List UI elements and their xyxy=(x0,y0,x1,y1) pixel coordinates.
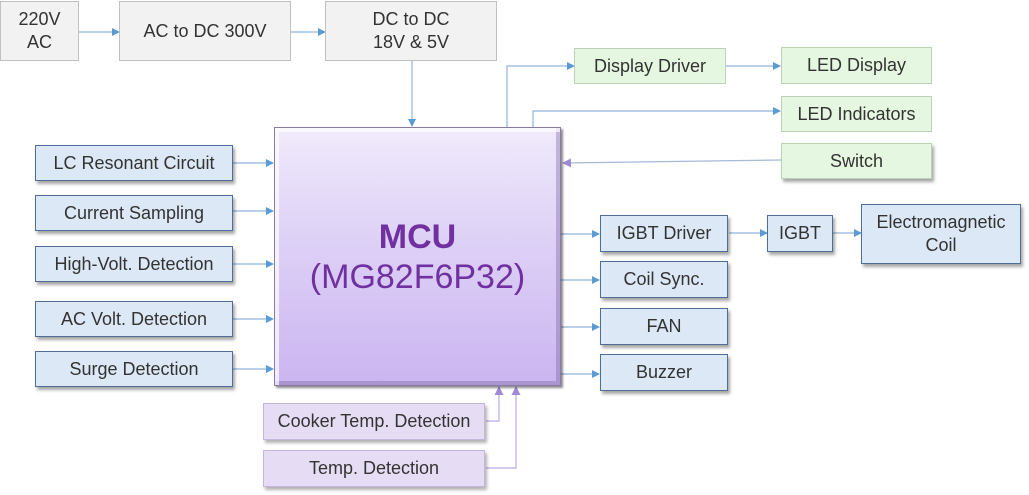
lc-resonant-circuit-block: LC Resonant Circuit xyxy=(35,145,233,181)
cooker-temp-detection-block: Cooker Temp. Detection xyxy=(263,403,485,440)
led-display-block: LED Display xyxy=(781,47,932,84)
temp-detection-block: Temp. Detection xyxy=(263,450,485,487)
led-indicators-block: LED Indicators xyxy=(781,96,932,132)
power-source-220v-ac: 220V AC xyxy=(0,1,79,61)
coil-label: Electromagnetic Coil xyxy=(876,212,1006,255)
buzzer-label: Buzzer xyxy=(635,362,693,382)
input-label: High-Volt. Detection xyxy=(54,253,214,274)
electromagnetic-coil-block: Electromagnetic Coil xyxy=(861,204,1021,264)
mcu-part-number: (MG82F6P32) xyxy=(309,257,526,296)
arrow-cooker-temp-to-mcu xyxy=(486,386,504,422)
current-sampling-block: Current Sampling xyxy=(35,195,233,231)
high-volt-detection-block: High-Volt. Detection xyxy=(35,246,233,282)
input-label: Surge Detection xyxy=(69,358,199,379)
fan-block: FAN xyxy=(600,308,728,345)
igbt-driver-label: IGBT Driver xyxy=(616,223,712,243)
led-display-label: LED Display xyxy=(806,55,907,75)
mcu-title: MCU xyxy=(378,217,457,256)
temp-input-label: Cooker Temp. Detection xyxy=(277,411,471,431)
display-driver-label: Display Driver xyxy=(593,55,707,76)
igbt-driver-block: IGBT Driver xyxy=(600,215,728,252)
fan-label: FAN xyxy=(646,316,682,336)
coil-sync-block: Coil Sync. xyxy=(600,261,728,298)
ac-volt-detection-block: AC Volt. Detection xyxy=(35,301,233,337)
surge-detection-block: Surge Detection xyxy=(35,351,233,387)
mcu-block: MCU (MG82F6P32) xyxy=(274,127,561,386)
ac-to-dc-label: AC to DC 300V xyxy=(143,20,267,41)
arrow-mcu-to-led-indicators xyxy=(532,107,781,127)
arrow-mcu-to-display-driver xyxy=(506,62,575,127)
input-label: AC Volt. Detection xyxy=(60,308,208,329)
temp-input-label: Temp. Detection xyxy=(308,458,440,478)
display-driver-block: Display Driver xyxy=(574,48,726,84)
arrow-temp-to-mcu xyxy=(486,386,521,469)
input-label: LC Resonant Circuit xyxy=(53,152,215,173)
switch-block: Switch xyxy=(781,143,932,179)
ac-to-dc-converter: AC to DC 300V xyxy=(119,1,291,61)
buzzer-block: Buzzer xyxy=(600,354,728,391)
igbt-block: IGBT xyxy=(767,215,833,252)
arrow-switch-to-mcu xyxy=(562,158,782,168)
input-label: Current Sampling xyxy=(63,202,205,223)
switch-label: Switch xyxy=(829,150,883,171)
igbt-label: IGBT xyxy=(778,223,821,243)
dc-to-dc-converter: DC to DC 18V & 5V xyxy=(325,1,497,61)
coil-sync-label: Coil Sync. xyxy=(623,269,705,289)
dc-to-dc-label: DC to DC 18V & 5V xyxy=(372,9,450,52)
power-source-label: 220V AC xyxy=(18,9,61,52)
led-indicators-label: LED Indicators xyxy=(797,103,916,124)
